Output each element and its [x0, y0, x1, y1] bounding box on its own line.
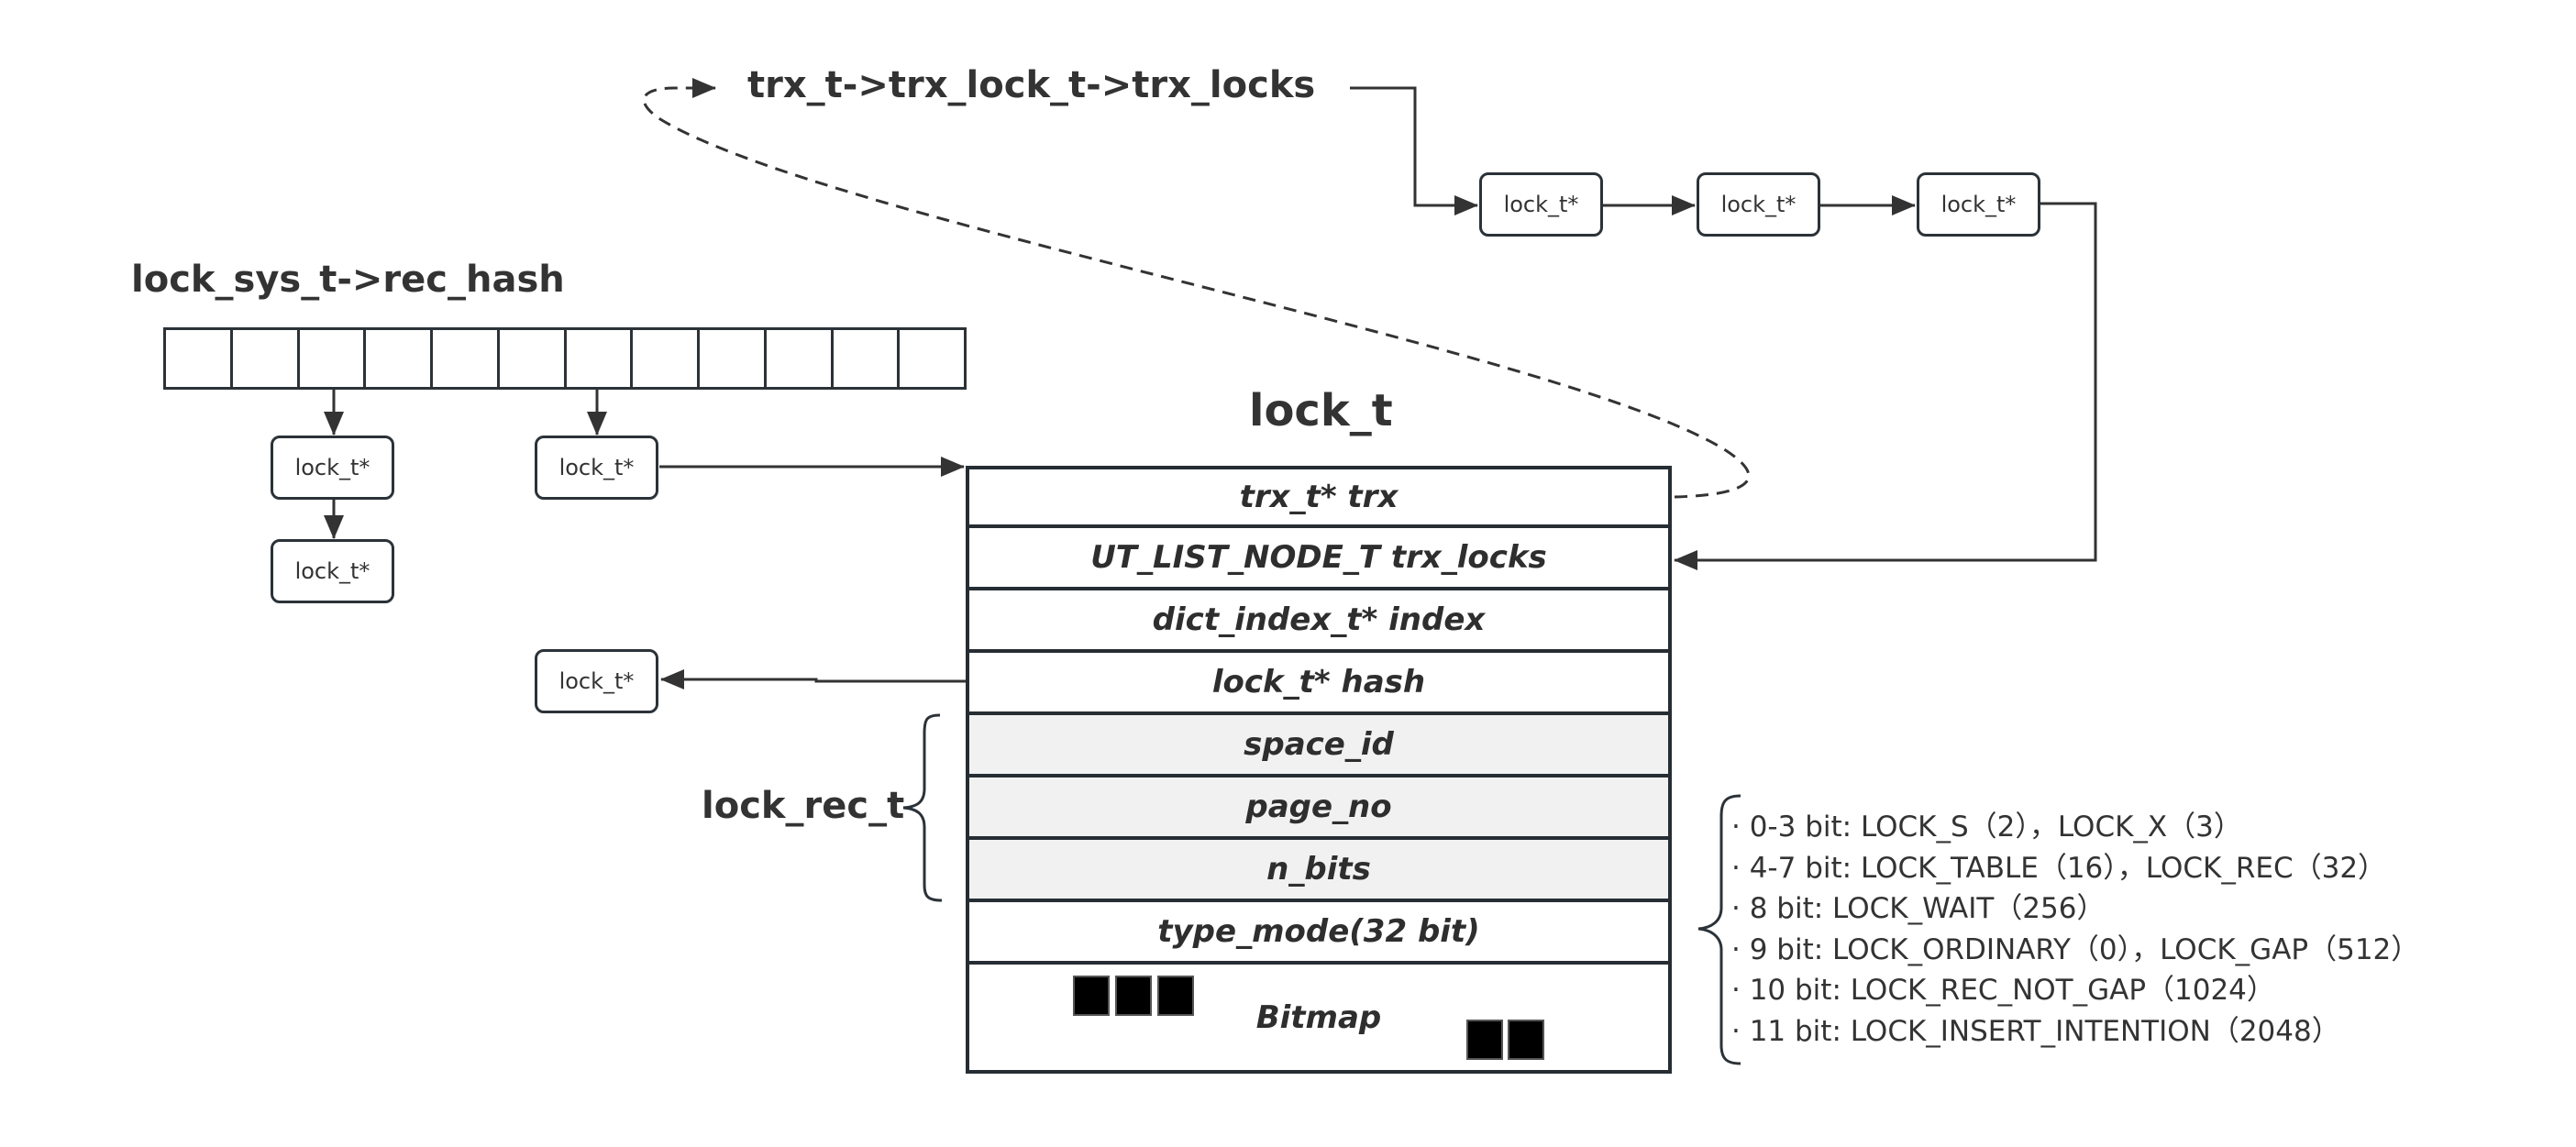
field-trx-locks[interactable]: UT_LIST_NODE_T trx_locks [966, 528, 1672, 590]
field-bitmap[interactable]: Bitmap [966, 965, 1672, 1074]
field-page-no[interactable]: page_no [966, 778, 1672, 840]
lock-t-struct: trx_t* trx UT_LIST_NODE_T trx_locks dict… [966, 466, 1672, 1074]
hash-bucket[interactable] [834, 330, 901, 387]
hash-bucket[interactable] [433, 330, 500, 387]
rec-hash-title: lock_sys_t->rec_hash [131, 259, 565, 301]
hash-chain-node[interactable]: lock_t* [535, 436, 658, 500]
type-mode-brace [1697, 794, 1741, 1065]
trx-list-to-trx-locks-arrow [1674, 202, 2097, 570]
hash-chain-node[interactable]: lock_t* [271, 436, 394, 500]
bit-def-item: · 9 bit: LOCK_ORDINARY（0），LOCK_GAP（512） [1731, 932, 2420, 966]
trx-list-node[interactable]: lock_t* [1479, 172, 1603, 237]
hash-bucket[interactable] [366, 330, 433, 387]
hash-bucket[interactable] [700, 330, 767, 387]
trx-list-node[interactable]: lock_t* [1697, 172, 1820, 237]
bitmap-set-bit [1466, 1020, 1503, 1060]
hash-bucket[interactable] [500, 330, 567, 387]
bitmap-set-bit [1073, 976, 1110, 1016]
hash-chain-node[interactable]: lock_t* [271, 539, 394, 603]
trx-locks-title: trx_t->trx_lock_t->trx_locks [747, 64, 1316, 106]
trx-list-head-arrow [1350, 86, 1478, 215]
field-hash[interactable]: lock_t* hash [966, 653, 1672, 715]
hash-bucket[interactable] [233, 330, 300, 387]
lock-rec-brace [902, 713, 943, 902]
hash-bucket[interactable] [166, 330, 233, 387]
trx-list-node[interactable]: lock_t* [1917, 172, 2040, 237]
bit-def-item: · 11 bit: LOCK_INSERT_INTENTION（2048） [1731, 1014, 2340, 1048]
hash-next-node[interactable]: lock_t* [535, 649, 658, 713]
hash-field-arrow [660, 669, 966, 689]
lock-rec-t-label: lock_rec_t [702, 785, 905, 827]
hash-bucket[interactable] [767, 330, 834, 387]
bit-def-item: · 4-7 bit: LOCK_TABLE（16），LOCK_REC（32） [1731, 851, 2387, 885]
field-type-mode[interactable]: type_mode(32 bit) [966, 902, 1672, 965]
bitmap-label: Bitmap [1255, 998, 1382, 1036]
trx-pointer-dashed-arrow [642, 78, 1751, 499]
hash-bucket[interactable] [900, 330, 964, 387]
field-trx[interactable]: trx_t* trx [966, 466, 1672, 528]
bitmap-set-bit [1115, 976, 1152, 1016]
bitmap-set-bit [1508, 1020, 1544, 1060]
hash-bucket[interactable] [567, 330, 634, 387]
lock-t-title: lock_t [1249, 385, 1393, 436]
bit-def-item: · 0-3 bit: LOCK_S（2），LOCK_X（3） [1731, 811, 2242, 844]
field-index[interactable]: dict_index_t* index [966, 590, 1672, 653]
bitmap-set-bit [1157, 976, 1194, 1016]
hash-bucket[interactable] [633, 330, 700, 387]
field-n-bits[interactable]: n_bits [966, 840, 1672, 902]
hash-bucket[interactable] [300, 330, 367, 387]
field-space-id[interactable]: space_id [966, 715, 1672, 778]
type-mode-bit-list: · 0-3 bit: LOCK_S（2），LOCK_X（3） · 4-7 bit… [1731, 807, 2419, 1052]
rec-hash-array [163, 327, 967, 390]
bit-def-item: · 10 bit: LOCK_REC_NOT_GAP（1024） [1731, 974, 2275, 1007]
bit-def-item: · 8 bit: LOCK_WAIT（256） [1731, 892, 2106, 925]
